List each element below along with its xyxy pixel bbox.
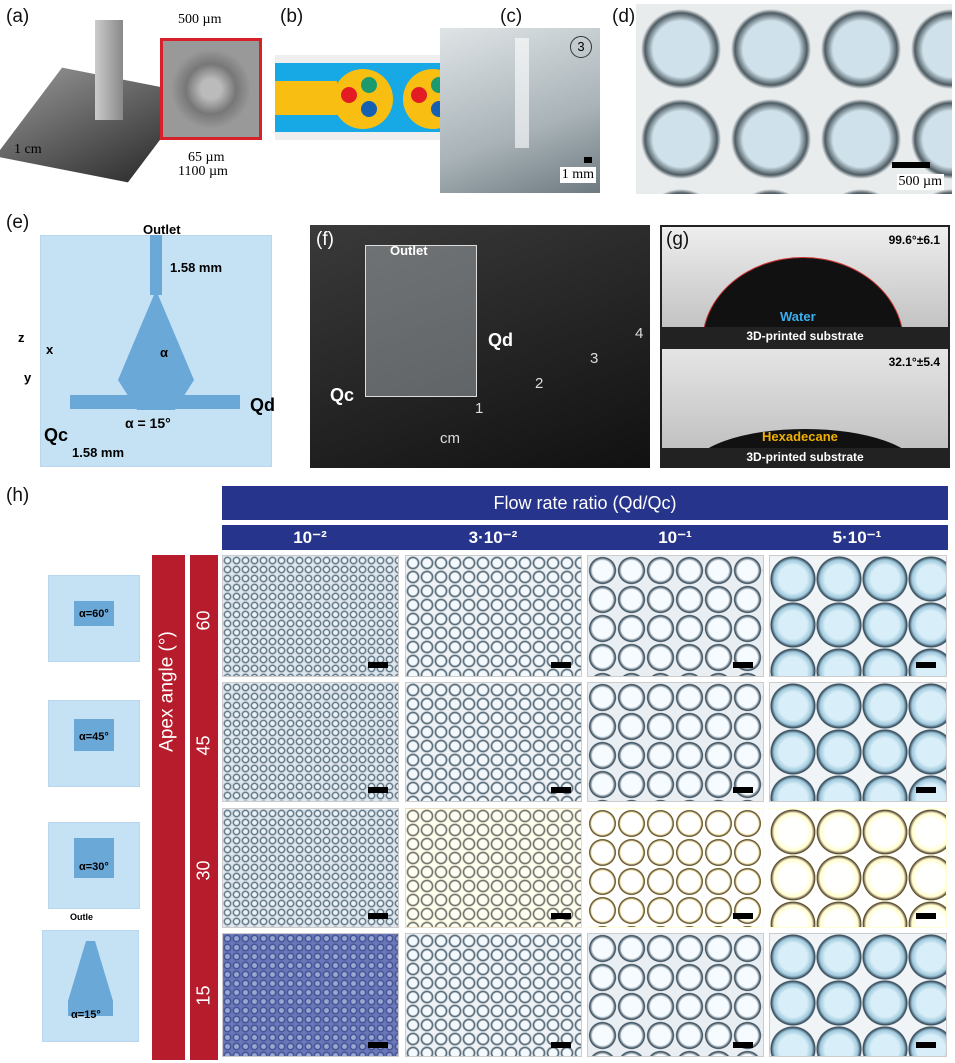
micrograph-15-0.03 [405, 933, 582, 1057]
ruler-unit: cm [440, 430, 460, 447]
ruler-tick-1: 1 [475, 400, 484, 417]
outlet-diameter: 1.58 mm [170, 260, 223, 275]
device-ruler-photo: (f) Outlet Qd Qc 1 2 3 4 cm [310, 225, 650, 468]
micrograph-30-0.1 [587, 808, 764, 928]
outlet-label: Outlet [143, 222, 181, 237]
scale-1mm: 1 mm [559, 167, 596, 183]
sketch-label: α=15° [71, 1009, 101, 1021]
ruler-tick-2: 2 [535, 375, 544, 392]
printed-device-photo: 3 1 mm [440, 28, 600, 193]
scale-500um: 500 µm [896, 174, 944, 190]
row-label: 15 [193, 985, 214, 1006]
micrograph-30-0.01 [222, 808, 399, 928]
sketch-alpha-15: α=15° [42, 930, 139, 1042]
axis-z: z [18, 330, 25, 345]
contact-angle-panel: (g) 99.6°±6.1 Water 3D-printed substrate… [660, 225, 950, 468]
angle-values-bar: 60 45 30 15 [190, 555, 218, 1060]
row-label: 30 [193, 860, 214, 881]
panel-label-g: (g) [666, 229, 690, 250]
inlet-channel [70, 395, 240, 409]
col-header: 5·10⁻¹ [832, 528, 882, 547]
inlet-diameter: 1.58 mm [72, 445, 125, 460]
dim-1100um: 1100 µm [178, 164, 228, 179]
sketch-outlet-label: Outle [70, 912, 94, 922]
alpha-symbol: α [160, 345, 168, 360]
col-header: 10⁻² [293, 528, 327, 547]
ruler-tick-4: 4 [635, 325, 644, 342]
micrograph-15-0.1 [587, 933, 764, 1057]
apex-angle-bar: Apex angle (°) [152, 555, 185, 1060]
hexadecane-label: Hexadecane [762, 429, 838, 444]
micrograph-60-0.03 [405, 555, 582, 677]
ruler-tick-3: 3 [590, 350, 599, 367]
qc-label: Qc [44, 425, 69, 445]
axis-y: y [24, 370, 32, 385]
sketch-label: α=30° [79, 861, 109, 873]
micrograph-60-0.1 [587, 555, 764, 677]
substrate-label: 3D-printed substrate [746, 450, 864, 464]
water-droplet-image: 99.6°±6.1 Water 3D-printed substrate [662, 227, 948, 345]
substrate-label: 3D-printed substrate [746, 329, 864, 343]
panel-label-a: (a) [6, 6, 30, 27]
dim-1cm: 1 cm [14, 142, 42, 157]
water-label: Water [780, 309, 816, 324]
micrograph-15-0.01 [222, 933, 399, 1057]
dim-65um: 65 µm [188, 150, 225, 165]
sketch-alpha-60: α=60° [48, 575, 140, 662]
panel-label-d: (d) [612, 6, 636, 27]
micrograph-15-0.5 [769, 933, 947, 1057]
axis-x: x [46, 342, 54, 357]
micrograph-45-0.5 [769, 682, 947, 802]
channel-schematic [275, 55, 465, 140]
panel-label-b: (b) [280, 6, 304, 27]
micrograph-30-0.5 [769, 808, 947, 928]
alpha-value: α = 15° [125, 415, 171, 431]
sketch-alpha-45: α=45° [48, 700, 140, 787]
col-header: 10⁻¹ [658, 528, 692, 547]
outlet-label: Outlet [390, 243, 428, 258]
chip-pillar [95, 20, 123, 120]
panel-label-c: (c) [500, 6, 523, 27]
outlet-channel [150, 235, 162, 295]
device-number-badge: 3 [570, 36, 592, 58]
flow-ratio-header: Flow rate ratio (Qd/Qc) [222, 486, 948, 520]
dim-500um: 500 µm [178, 12, 222, 27]
qc-label: Qc [330, 385, 355, 405]
double-emulsion-micrograph: 500 µm [636, 4, 952, 194]
row-label: 45 [193, 735, 214, 756]
micrograph-45-0.1 [587, 682, 764, 802]
panel-label-f: (f) [316, 229, 334, 250]
sketch-label: α=45° [79, 731, 109, 743]
hexadecane-angle: 32.1°±5.4 [888, 355, 940, 369]
row-label: 60 [193, 610, 214, 631]
column-header-bar: 10⁻² 3·10⁻² 10⁻¹ 5·10⁻¹ [222, 525, 948, 550]
sketch-alpha-30: α=30° [48, 822, 140, 909]
hexadecane-droplet-image: 32.1°±5.4 Hexadecane 3D-printed substrat… [662, 349, 948, 466]
zoom-inset [160, 38, 262, 140]
col-header: 3·10⁻² [468, 528, 518, 547]
micrograph-45-0.03 [405, 682, 582, 802]
qd-label: Qd [488, 330, 513, 350]
water-angle: 99.6°±6.1 [888, 233, 940, 247]
panel-label-h: (h) [6, 485, 30, 506]
micrograph-60-0.01 [222, 555, 399, 677]
panel-label-e: (e) [6, 212, 30, 233]
sketch-label: α=60° [79, 608, 109, 620]
apex-angle-label: Apex angle (°) [156, 631, 178, 752]
micrograph-45-0.01 [222, 682, 399, 802]
micrograph-30-0.03 [405, 808, 582, 928]
qd-label: Qd [250, 395, 275, 415]
micrograph-60-0.5 [769, 555, 947, 677]
